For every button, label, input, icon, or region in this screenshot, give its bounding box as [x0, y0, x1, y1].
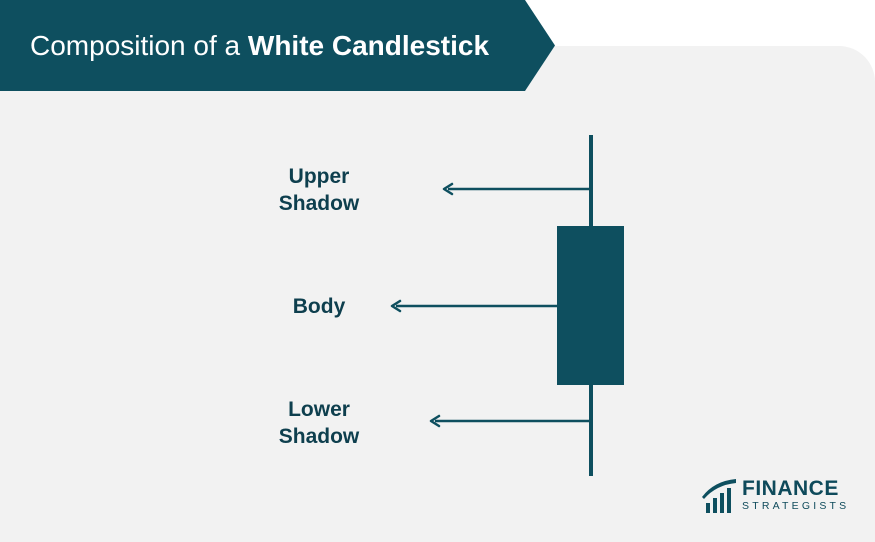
- logo-word-strategists: STRATEGISTS: [742, 500, 850, 512]
- upper-shadow-label: Upper Shadow: [249, 163, 389, 217]
- title-banner-shape: [0, 0, 555, 91]
- lower-shadow-label-line2: Shadow: [278, 425, 360, 448]
- title-prefix: Composition of a: [30, 30, 248, 61]
- lower-shadow-arrow: [429, 414, 591, 428]
- logo-word-finance: FINANCE: [742, 477, 839, 500]
- logo-mark-icon: [702, 479, 736, 513]
- lower-shadow-label: Lower Shadow: [249, 396, 389, 450]
- body-arrow: [390, 299, 557, 313]
- title-banner: Composition of a White Candlestick: [0, 0, 555, 91]
- background-panel: [0, 46, 875, 542]
- finance-strategists-logo: FINANCE STRATEGISTS: [700, 475, 846, 517]
- page-title: Composition of a White Candlestick: [30, 0, 489, 91]
- upper-shadow-label-line2: Shadow: [278, 192, 360, 215]
- body-label-text: Body: [292, 295, 346, 318]
- lower-shadow-label-line1: Lower: [288, 398, 350, 421]
- candlestick-body: [557, 226, 624, 385]
- upper-shadow-label-line1: Upper: [288, 165, 350, 188]
- body-label: Body: [249, 293, 389, 320]
- upper-shadow-arrow: [442, 182, 591, 196]
- title-emphasis: White Candlestick: [247, 30, 490, 61]
